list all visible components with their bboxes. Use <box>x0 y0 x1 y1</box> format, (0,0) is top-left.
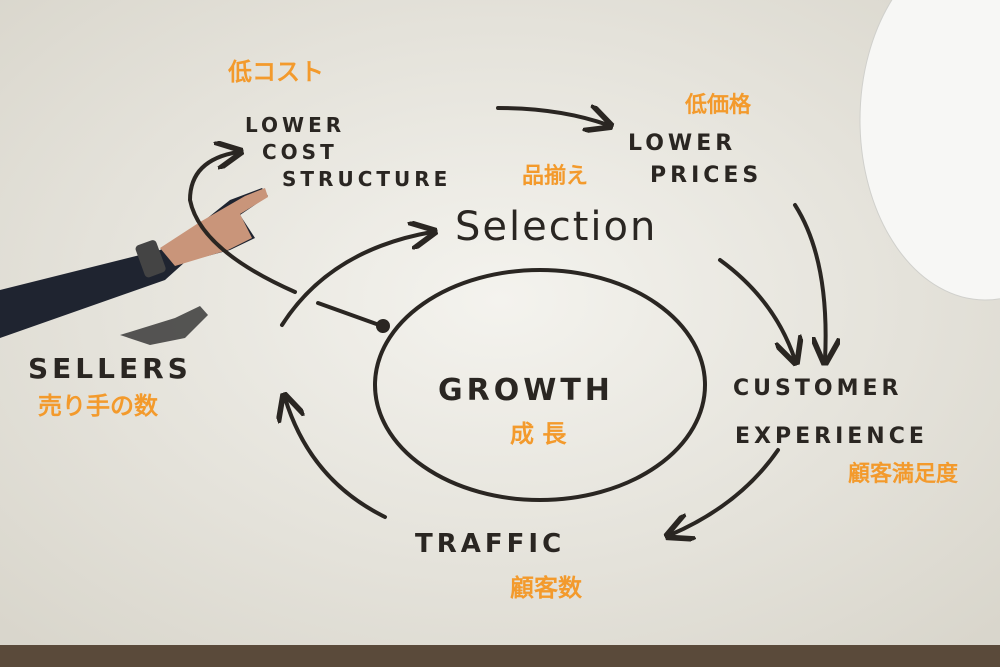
selection-jp: 品揃え <box>522 163 588 189</box>
lower-prices-line2: PRICES <box>650 163 762 188</box>
lower-cost-line1: LOWER <box>245 113 345 137</box>
selection-label: Selection <box>455 204 657 250</box>
lower-cost-line3: STRUCTURE <box>282 167 451 191</box>
lower-cost-line2: COST <box>262 140 338 164</box>
customer-experience-line2: EXPERIENCE <box>735 424 928 449</box>
traffic-label: TRAFFIC <box>415 529 565 559</box>
growth-label: GROWTH <box>438 373 614 408</box>
wristwatch <box>135 240 166 278</box>
lower-prices-line1: LOWER <box>628 131 736 156</box>
traffic-jp: 顧客数 <box>510 574 583 602</box>
lower-prices-jp: 低価格 <box>684 92 752 118</box>
lower-cost-jp: 低コスト <box>227 58 324 86</box>
white-plate <box>859 0 1000 301</box>
customer-experience-jp: 顧客満足度 <box>848 461 959 487</box>
flywheel-arrows <box>187 108 826 535</box>
hand-shadow <box>120 306 208 345</box>
presenter-hand <box>160 188 268 266</box>
growth-jp: 成 長 <box>510 420 567 448</box>
sellers-jp: 売り手の数 <box>38 392 159 420</box>
sellers-label: SELLERS <box>28 352 192 385</box>
floor-strip <box>0 645 1000 667</box>
customer-experience-line1: CUSTOMER <box>733 376 902 401</box>
growth-circle <box>373 268 707 502</box>
